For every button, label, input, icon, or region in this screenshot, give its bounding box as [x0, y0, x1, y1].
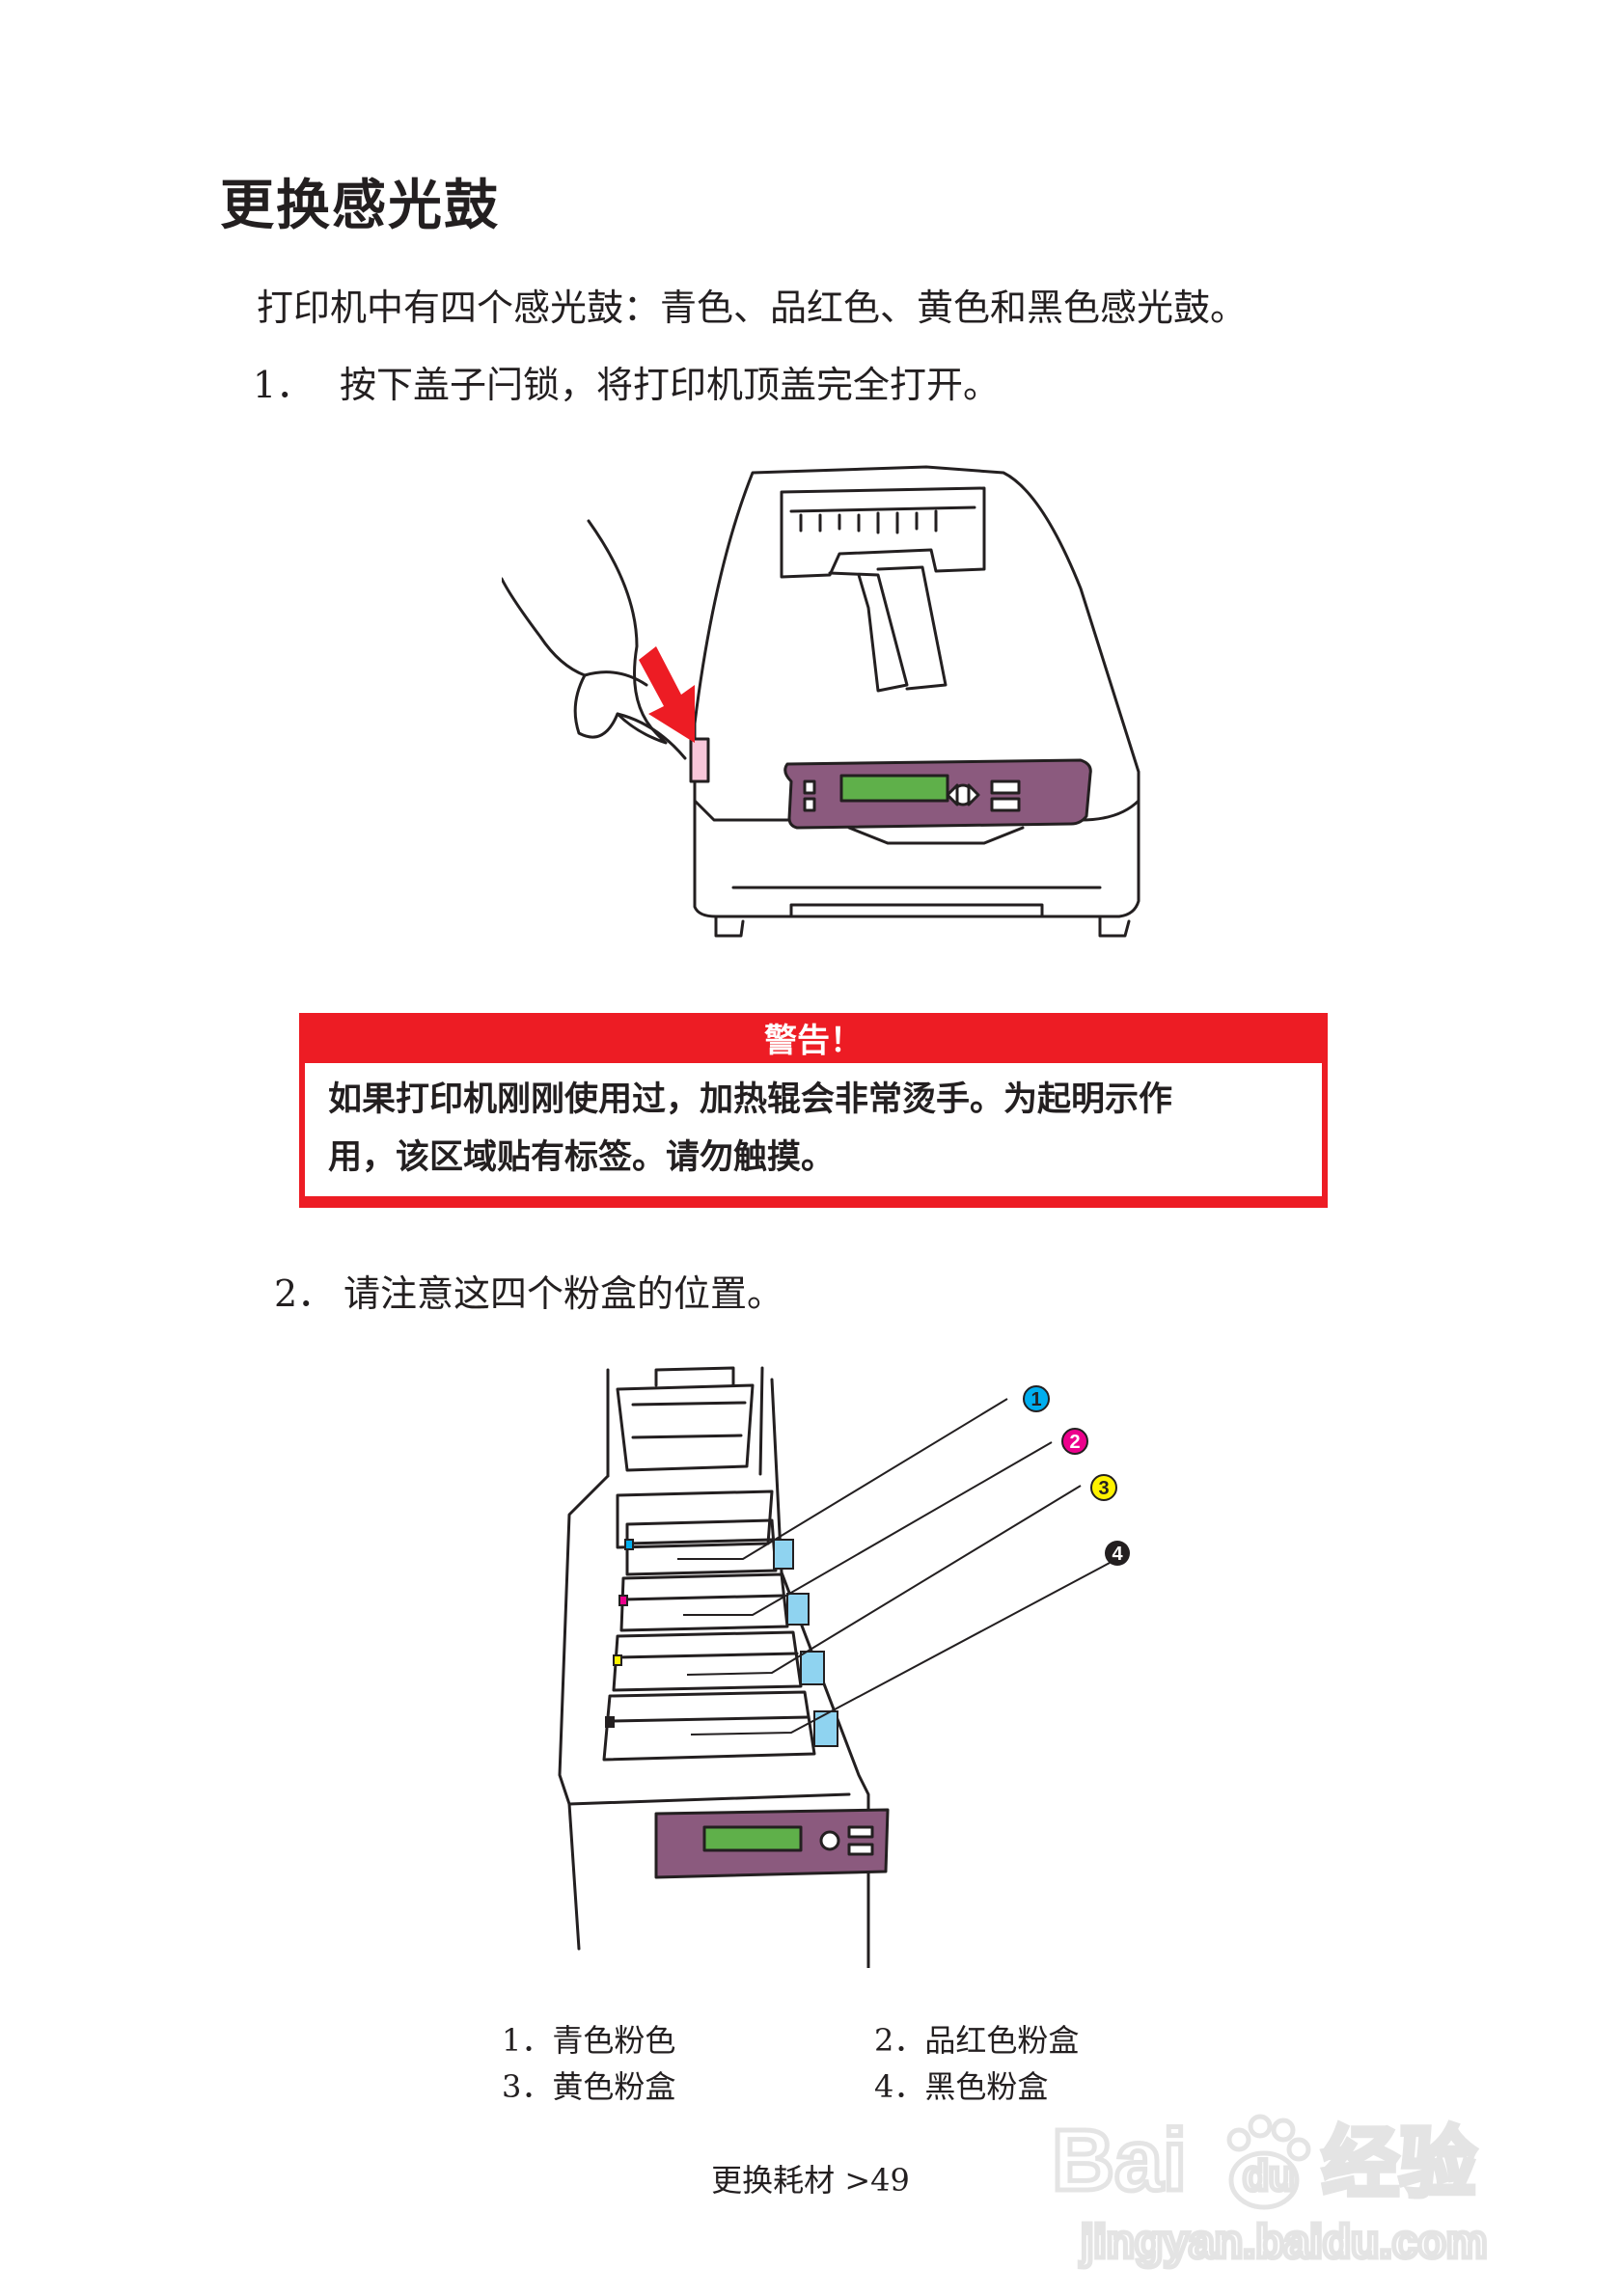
legend-3-number: 3．: [502, 2068, 553, 2105]
callout-4-label: 4: [1112, 1544, 1123, 1565]
legend-item-2: 2．品红色粉盒: [874, 2016, 1079, 2061]
baidu-jingyan-watermark: Bai du 经验 jingyan.baidu.com: [1050, 2111, 1490, 2271]
raised-cover: [606, 1366, 764, 1478]
page-title: 更换感光鼓: [220, 175, 500, 237]
warning-heading: 警告！: [764, 1022, 863, 1060]
step-2: 2．请注意这四个粉盒的位置。: [274, 1264, 783, 1317]
warning-line-1: 如果打印机刚刚使用过，加热辊会非常烫手。为起明示作: [328, 1080, 1173, 1119]
step-2-number: 2．: [274, 1272, 335, 1315]
cartridge-yellow: [612, 1630, 803, 1692]
lcd-display: [839, 774, 949, 803]
cartridge-black: [602, 1690, 816, 1762]
warning-body: 如果打印机刚刚使用过，加热辊会非常烫手。为起明示作 用，该区域贴有标签。请勿触摸…: [305, 1063, 1322, 1196]
legend-item-3: 3．黄色粉盒: [502, 2063, 675, 2107]
legend-item-1: 1．青色粉色: [502, 2016, 675, 2061]
step-1: 1． 按下盖子闩锁，将打印机顶盖完全打开。: [253, 355, 1000, 408]
cartridge-magenta: [619, 1572, 789, 1632]
printer-open-latch-illustration: [502, 465, 1140, 938]
legend-1-number: 1．: [502, 2022, 553, 2059]
paw-icon: [1226, 2114, 1311, 2210]
hand-outline: [502, 519, 668, 745]
legend-2-number: 2．: [874, 2022, 925, 2059]
step-1-text: 按下盖子闩锁，将打印机顶盖完全打开。: [340, 364, 1001, 406]
watermark-brand: Bai: [1052, 2113, 1187, 2209]
toner-cartridge-location-illustration: [558, 1366, 1111, 1968]
cover-latch: [689, 737, 710, 783]
output-tray: [780, 486, 986, 579]
cartridge-cyan: [625, 1518, 778, 1576]
callout-1-label: 1: [1030, 1389, 1041, 1410]
warning-line-2: 用，该区域贴有标签。请勿触摸。: [328, 1138, 836, 1177]
callout-2-label: 2: [1069, 1432, 1080, 1453]
legend-4-text: 黑色粉盒: [924, 2068, 1049, 2105]
legend-4-number: 4．: [874, 2068, 925, 2105]
page-footer: 更换耗材 >49: [711, 2162, 910, 2199]
lcd-display: [702, 1825, 803, 1852]
legend-item-4: 4．黑色粉盒: [874, 2063, 1048, 2107]
legend-2-text: 品红色粉盒: [924, 2022, 1080, 2059]
callout-3-label: 3: [1098, 1478, 1109, 1499]
press-arrow-icon: [639, 646, 695, 743]
intro-text: 打印机中有四个感光鼓：青色、品红色、黄色和黑色感光鼓。: [257, 287, 1248, 329]
printer-top-cover: [693, 465, 1140, 822]
callout-2-marker: [1061, 1428, 1088, 1455]
watermark-service: 经验: [1322, 2118, 1476, 2208]
legend-3-text: 黄色粉盒: [552, 2068, 676, 2105]
watermark-brand-du: du: [1243, 2152, 1295, 2200]
watermark-url: jingyan.baidu.com: [1080, 2217, 1487, 2268]
step-2-text: 请注意这四个粉盒的位置。: [343, 1272, 784, 1315]
warning-box: 警告！ 如果打印机刚刚使用过，加热辊会非常烫手。为起明示作 用，该区域贴有标签。…: [299, 1013, 1328, 1208]
callout-markers: 1 2 3 4: [1023, 1385, 1130, 1566]
step-1-number: 1．: [253, 364, 314, 406]
callout-4-marker: [1105, 1541, 1130, 1566]
legend-1-text: 青色粉色: [552, 2022, 676, 2059]
callout-3-marker: [1090, 1474, 1117, 1501]
callout-1-marker: [1023, 1385, 1050, 1412]
